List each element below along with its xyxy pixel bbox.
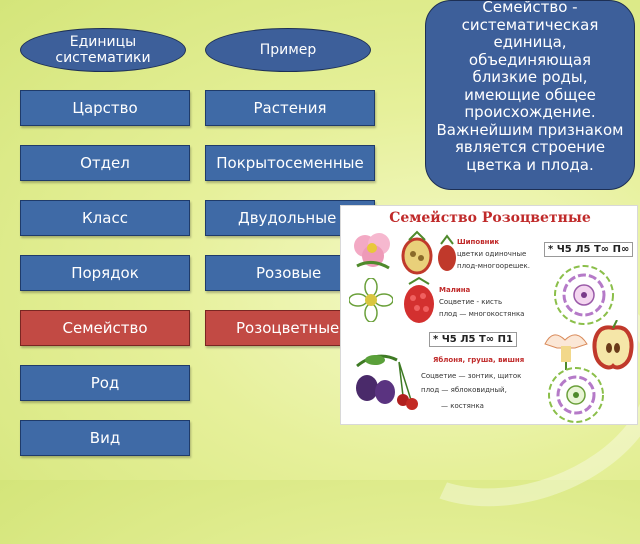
malina-label: Малина [439, 286, 471, 294]
example-box-kingdom: Растения [205, 90, 375, 126]
rank-label: Вид [89, 429, 121, 447]
rank-label: Семейство [62, 319, 148, 337]
units-header-ellipse: Единицы систематики [20, 28, 186, 72]
example-label: Двудольные [238, 209, 337, 227]
example-label: Покрытосеменные [216, 154, 364, 172]
rank-label: Отдел [80, 154, 130, 172]
rank-label: Порядок [71, 264, 139, 282]
apple-flower-section-illustration [544, 334, 588, 370]
example-label: Растения [253, 99, 327, 117]
malina-desc-1: Соцветие - кисть [439, 298, 503, 306]
apple-label: Яблоня, груша, вишня [433, 356, 525, 364]
example-header-label: Пример [259, 42, 317, 58]
rosaceae-illustration-card: Семейство Розоцветные Шиповник цветки од… [340, 205, 638, 425]
floral-diagram-2 [548, 367, 604, 423]
rosehip-section-illustration [401, 230, 433, 275]
example-label: Розоцветные [236, 319, 340, 337]
plum-cherry-illustration [356, 354, 418, 410]
apple-desc-1: Соцветие — зонтик, щиток [421, 372, 522, 380]
example-label: Розовые [256, 264, 322, 282]
rose-flower-illustration [354, 233, 390, 270]
definition-text: Семейство - систематическая единица, объ… [436, 0, 624, 174]
definition-callout: Семейство - систематическая единица, объ… [425, 0, 635, 190]
rank-box-kingdom: Царство [20, 90, 190, 126]
units-header-label: Единицы систематики [55, 34, 151, 66]
shipovnik-label: Шиповник [457, 238, 500, 246]
raspberry-fruit-illustration [404, 276, 434, 323]
malina-desc-2: плод — многокостянка [439, 310, 525, 318]
flower-formula-1: * Ч5 Л5 Т∞ П∞ [544, 242, 634, 257]
shipovnik-desc-2: плод-многоорешек. [457, 262, 530, 270]
flower-formula-2: * Ч5 Л5 Т∞ П1 [429, 332, 517, 347]
card-title: Семейство Розоцветные [389, 210, 591, 226]
apple-desc-3: — костянка [441, 402, 484, 410]
example-header-ellipse: Пример [205, 28, 371, 72]
rank-label: Класс [82, 209, 128, 227]
rank-box-class: Класс [20, 200, 190, 236]
raspberry-flower-illustration [349, 278, 393, 322]
rank-box-genus: Род [20, 365, 190, 401]
rank-label: Род [90, 374, 120, 392]
floral-diagram-1 [554, 265, 614, 325]
example-box-division: Покрытосеменные [205, 145, 375, 181]
rank-box-order: Порядок [20, 255, 190, 291]
apple-desc-2: плод — яблоковидный, [421, 386, 507, 394]
rosehip-fruit-illustration [438, 234, 456, 271]
shipovnik-desc-1: цветки одиночные [457, 250, 527, 258]
rank-box-division: Отдел [20, 145, 190, 181]
rank-label: Царство [72, 99, 138, 117]
apple-half-illustration [592, 320, 634, 370]
rank-box-family: Семейство [20, 310, 190, 346]
rank-box-species: Вид [20, 420, 190, 456]
